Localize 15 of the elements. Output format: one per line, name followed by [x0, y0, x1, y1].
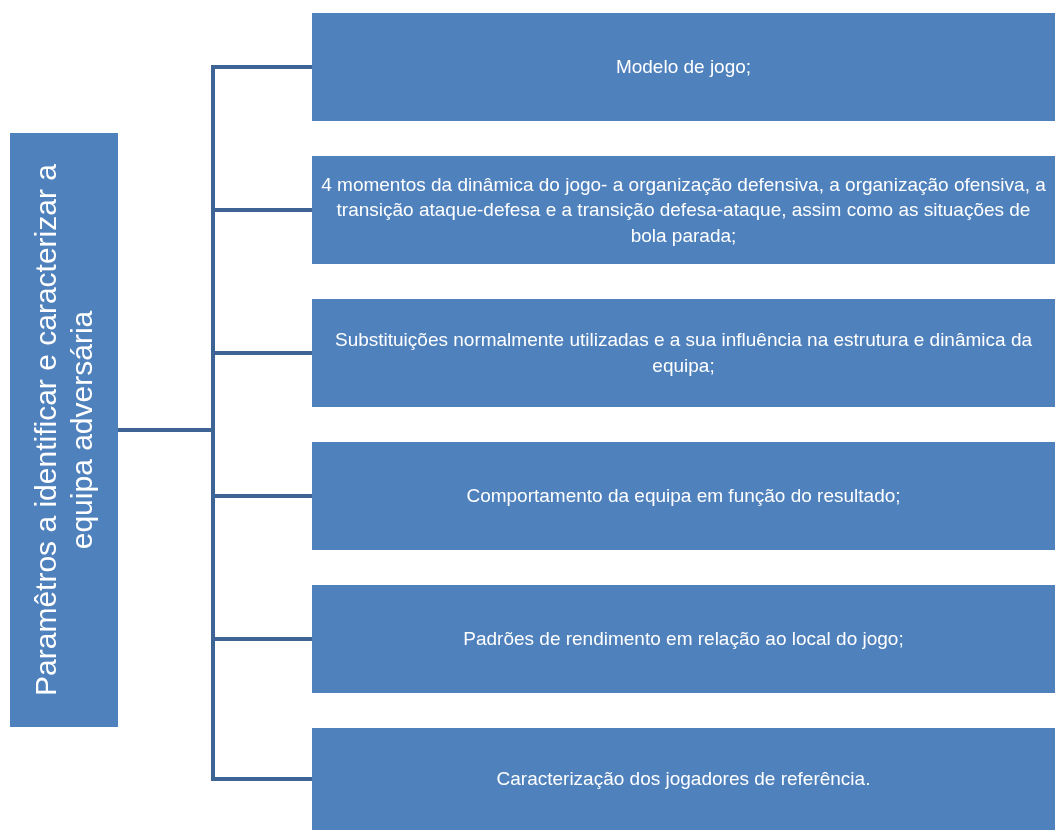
item-label: Comportamento da equipa em função do resultado;: [465, 484, 902, 509]
root-label: Paramêtros a identificar e caracterizar a equipa adversária: [28, 163, 99, 698]
item-box: [312, 728, 1055, 830]
item-box: [312, 299, 1055, 407]
item-box: [312, 585, 1055, 693]
item-label: Substituições normalmente utilizadas e a sua influência na estrutura e dinâmica da equipa;: [333, 328, 1034, 378]
item-box: [312, 156, 1055, 264]
item-label: Modelo de jogo;: [614, 55, 753, 80]
item-label: Caracterização dos jogadores de referência.: [495, 767, 872, 792]
root-box: [10, 133, 118, 727]
connector-line: [118, 428, 312, 781]
item-box: [312, 13, 1055, 121]
item-label: Padrões de rendimento em relação ao local do jogo;: [462, 627, 905, 652]
item-box: [312, 442, 1055, 550]
item-label: 4 momentos da dinâmica do jogo- a organização defensiva, a organização ofensiva, a transição ataque-defesa e a transição defesa-ataque, assim como as situações de bola parada;: [320, 172, 1047, 248]
